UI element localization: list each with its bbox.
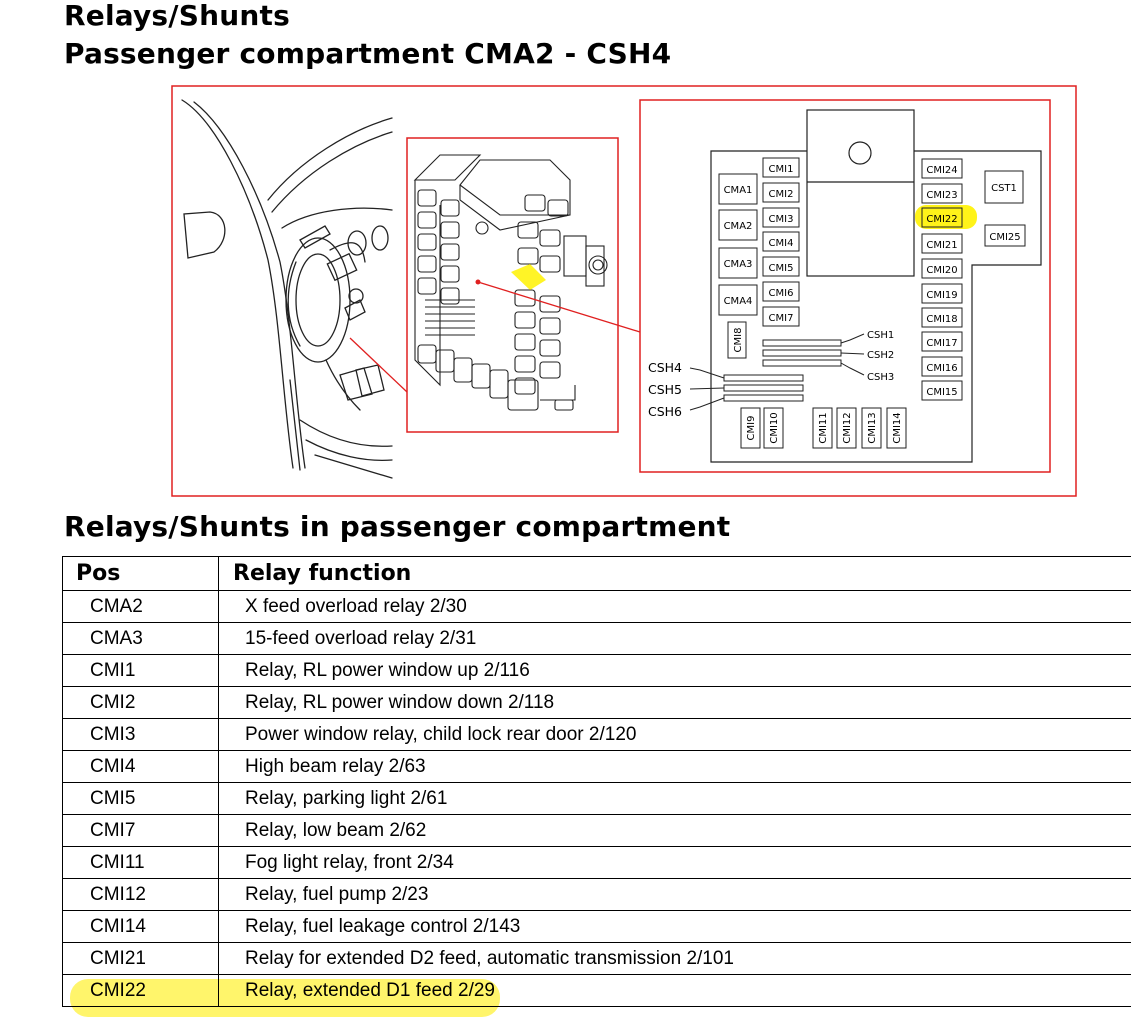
relay-label-cmi8: CMI8 bbox=[733, 328, 744, 353]
relay-label-cmi11: CMI11 bbox=[818, 412, 829, 443]
row-pos: CMI5 bbox=[62, 782, 219, 815]
fuse-box-frame bbox=[406, 137, 619, 433]
relay-label-cmi23: CMI23 bbox=[926, 190, 957, 201]
shunt-label-csh4: CSH4 bbox=[648, 360, 682, 375]
page-subtitle: Passenger compartment CMA2 - CSH4 bbox=[64, 37, 672, 70]
shunt-label-csh1: CSH1 bbox=[867, 330, 894, 341]
relay-layout-frame bbox=[639, 99, 1051, 473]
row-pos: CMI2 bbox=[62, 686, 219, 719]
relay-label-cmi22: CMI22 bbox=[926, 214, 957, 225]
section-title: Relays/Shunts in passenger compartment bbox=[64, 510, 731, 543]
relay-label-cmi18: CMI18 bbox=[926, 314, 957, 325]
relay-label-cmi14: CMI14 bbox=[892, 412, 903, 443]
relay-label-cmi1: CMI1 bbox=[769, 164, 794, 175]
column-header-function: Relay function bbox=[218, 556, 1131, 591]
table-header-row: Pos Relay function bbox=[62, 556, 1131, 591]
relay-label-cmi5: CMI5 bbox=[769, 263, 794, 274]
relay-label-cst1: CST1 bbox=[991, 183, 1017, 194]
row-function: X feed overload relay 2/30 bbox=[218, 590, 1131, 623]
row-function: 15-feed overload relay 2/31 bbox=[218, 622, 1131, 655]
relay-label-cmi3: CMI3 bbox=[769, 214, 794, 225]
relay-label-cma3: CMA3 bbox=[724, 259, 753, 270]
relay-label-cmi12: CMI12 bbox=[842, 412, 853, 443]
fuse-box-illustration bbox=[413, 154, 608, 411]
fuse-box-highlight bbox=[511, 264, 546, 290]
row-function: Relay, extended D1 feed 2/29 bbox=[218, 974, 1131, 1007]
row-function: Relay for extended D2 feed, automatic tr… bbox=[218, 942, 1131, 975]
shunt-label-csh3: CSH3 bbox=[867, 372, 894, 383]
mount-hole bbox=[848, 141, 872, 165]
row-pos: CMI4 bbox=[62, 750, 219, 783]
relay-label-cmi6: CMI6 bbox=[769, 288, 794, 299]
relay-label-cmi16: CMI16 bbox=[926, 363, 957, 374]
row-function: Relay, fuel pump 2/23 bbox=[218, 878, 1131, 911]
column-header-pos: Pos bbox=[62, 556, 219, 591]
row-function: Relay, parking light 2/61 bbox=[218, 782, 1131, 815]
row-function: Fog light relay, front 2/34 bbox=[218, 846, 1131, 879]
relay-label-cmi20: CMI20 bbox=[926, 265, 957, 276]
car-interior-illustration bbox=[181, 99, 393, 479]
relay-label-cma2: CMA2 bbox=[724, 221, 753, 232]
row-pos: CMI1 bbox=[62, 654, 219, 687]
row-pos: CMI12 bbox=[62, 878, 219, 911]
row-function: Relay, RL power window up 2/116 bbox=[218, 654, 1131, 687]
relay-label-cmi7: CMI7 bbox=[769, 313, 794, 324]
relay-label-cma1: CMA1 bbox=[724, 185, 753, 196]
relay-label-cmi19: CMI19 bbox=[926, 290, 957, 301]
row-pos: CMI7 bbox=[62, 814, 219, 847]
diagram-outer-frame bbox=[171, 85, 1077, 497]
row-pos: CMI21 bbox=[62, 942, 219, 975]
central-connector bbox=[806, 109, 915, 277]
row-pos: CMI3 bbox=[62, 718, 219, 751]
relay-label-cmi13: CMI13 bbox=[867, 412, 878, 443]
row-pos: CMI11 bbox=[62, 846, 219, 879]
row-function: Relay, low beam 2/62 bbox=[218, 814, 1131, 847]
relay-label-cmi4: CMI4 bbox=[769, 238, 794, 249]
relay-label-cmi21: CMI21 bbox=[926, 240, 957, 251]
row-function: Relay, fuel leakage control 2/143 bbox=[218, 910, 1131, 943]
relay-label-cma4: CMA4 bbox=[724, 296, 753, 307]
relay-location-diagram: CMA1 CMA2 CMA3 CMA4 CMI1 CMI2 CMI3 CMI4 … bbox=[171, 85, 1077, 497]
relay-board-outline bbox=[710, 150, 1042, 463]
relay-label-cmi9: CMI9 bbox=[746, 416, 757, 441]
shunt-label-csh5: CSH5 bbox=[648, 382, 682, 397]
shunt-label-csh6: CSH6 bbox=[648, 404, 682, 419]
row-function: Power window relay, child lock rear door… bbox=[218, 718, 1131, 751]
row-function: High beam relay 2/63 bbox=[218, 750, 1131, 783]
shunt-label-csh2: CSH2 bbox=[867, 350, 894, 361]
row-pos: CMA3 bbox=[62, 622, 219, 655]
relay-label-cmi24: CMI24 bbox=[926, 165, 957, 176]
row-pos: CMA2 bbox=[62, 590, 219, 623]
relay-label-cmi10: CMI10 bbox=[769, 412, 780, 443]
relay-label-cmi17: CMI17 bbox=[926, 338, 957, 349]
relay-label-cmi25: CMI25 bbox=[989, 232, 1020, 243]
page-title: Relays/Shunts bbox=[64, 0, 290, 32]
relay-label-cmi2: CMI2 bbox=[769, 189, 794, 200]
row-function: Relay, RL power window down 2/118 bbox=[218, 686, 1131, 719]
row-pos: CMI22 bbox=[62, 974, 219, 1007]
row-pos: CMI14 bbox=[62, 910, 219, 943]
relay-label-cmi15: CMI15 bbox=[926, 387, 957, 398]
